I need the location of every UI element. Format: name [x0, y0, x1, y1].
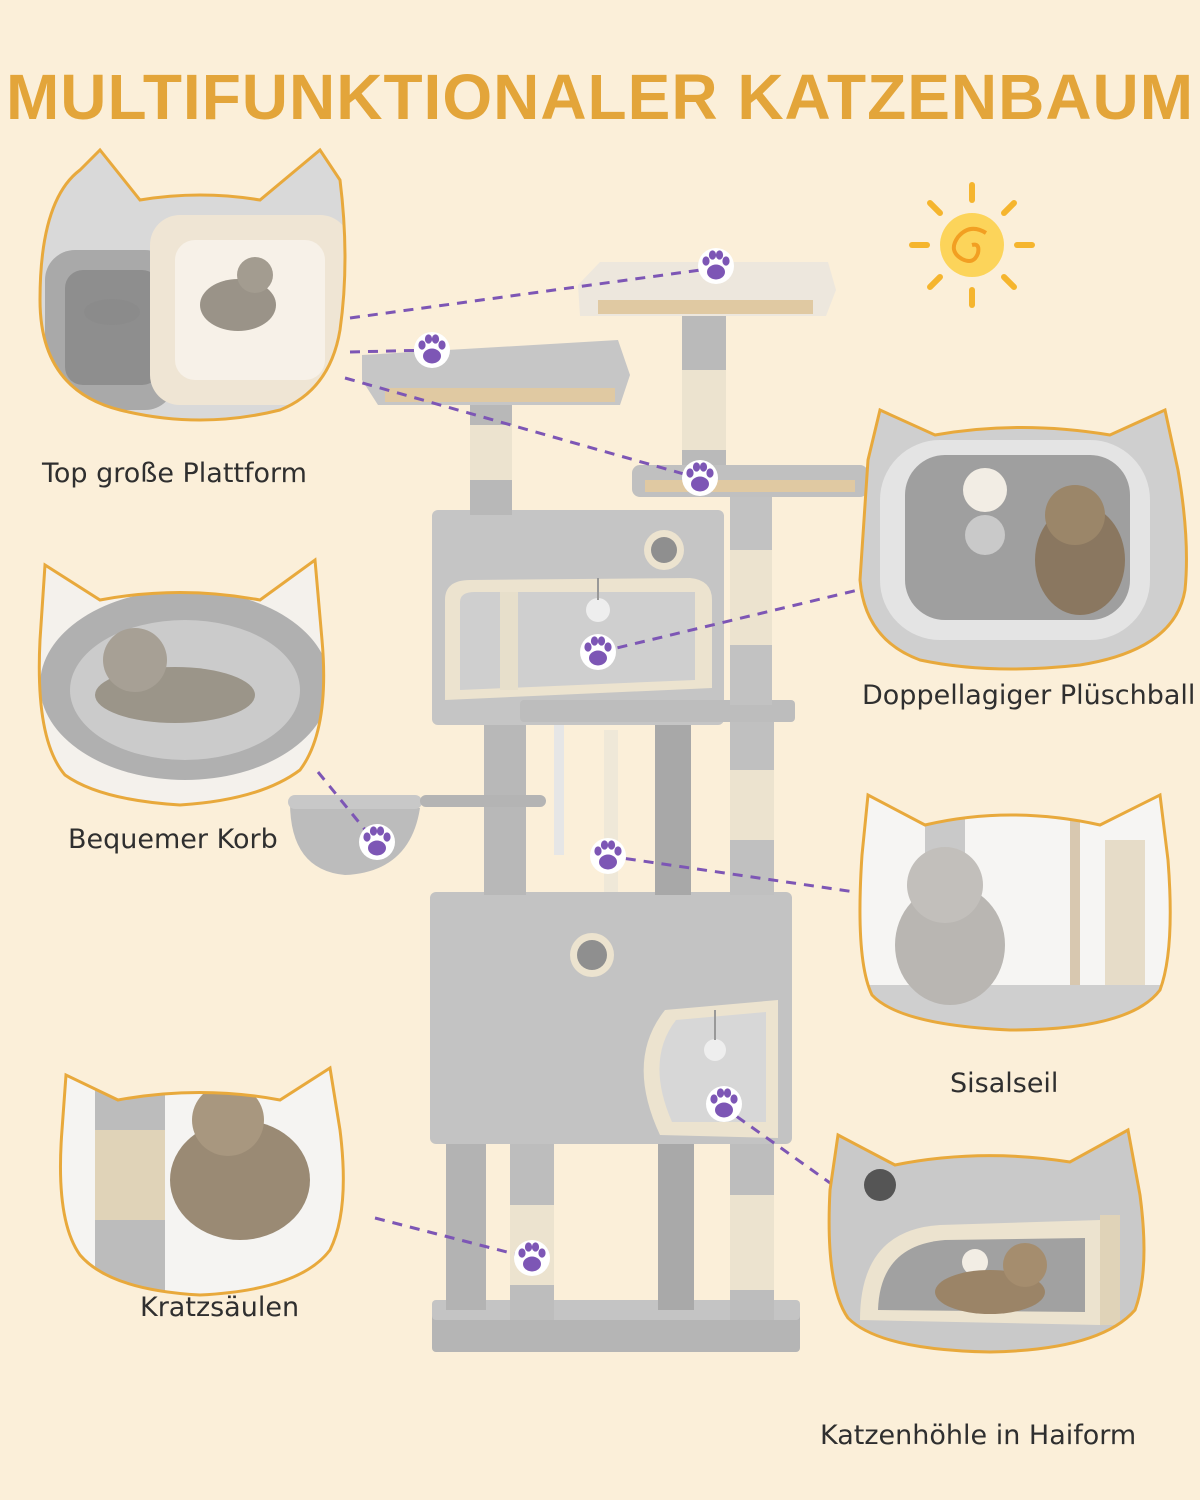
detail-bubble-top-platform [38, 147, 347, 422]
cat-tree [288, 262, 868, 1352]
label-top-platform: Top große Plattform [42, 458, 307, 489]
page-title: MULTIFUNKTIONALER KATZENBAUM [5, 61, 1195, 133]
connector-lines [316, 266, 859, 1260]
label-basket: Bequemer Korb [68, 824, 278, 855]
label-sisal-rope: Sisalseil [950, 1068, 1059, 1099]
detail-bubble-shark-cave [827, 1127, 1146, 1354]
sun-icon [909, 182, 1035, 308]
detail-bubble-sisal-rope [858, 792, 1172, 1032]
label-shark-cave: Katzenhöhle in Haiform [820, 1420, 1137, 1451]
detail-bubble-basket [37, 557, 326, 807]
detail-bubble-scratching-posts [59, 1065, 345, 1297]
label-scratching-posts: Kratzsäulen [140, 1292, 300, 1323]
detail-bubble-plush-ball [858, 407, 1188, 671]
label-plush-ball: Doppellagiger Plüschball [862, 680, 1196, 711]
